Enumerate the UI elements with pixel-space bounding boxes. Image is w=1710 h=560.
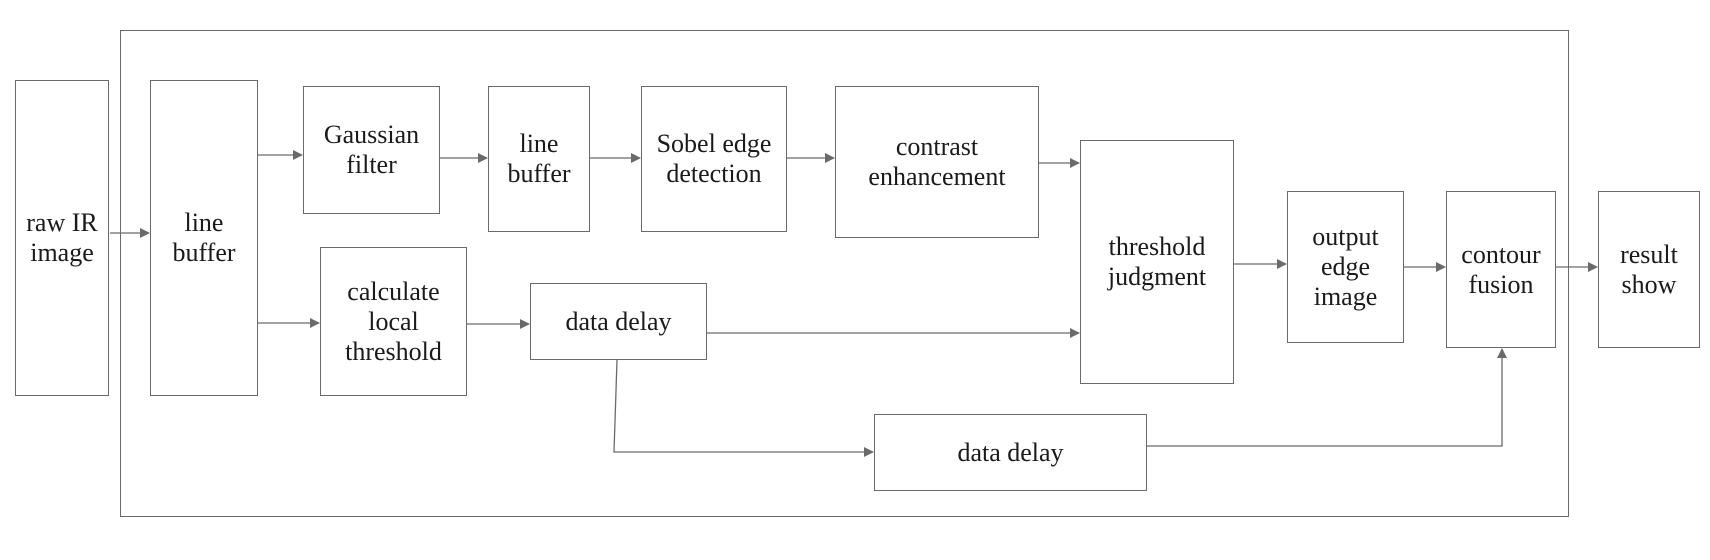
node-threshold-judgment: threshold judgment — [1080, 140, 1234, 384]
node-data-delay-1-label: data delay — [565, 306, 672, 336]
node-data-delay-1: data delay — [530, 283, 707, 360]
node-contour-fusion: contour fusion — [1446, 191, 1556, 348]
node-raw-ir-image: raw IR image — [15, 80, 109, 396]
arrow-delay-to-delay2 — [613, 359, 874, 457]
node-result-show: result show — [1598, 191, 1700, 348]
node-raw-ir-image-label: raw IR image — [26, 208, 98, 267]
node-result-show-label: result show — [1620, 239, 1678, 299]
node-calculate-local-threshold: calculate local threshold — [320, 247, 467, 396]
node-line-buffer-1: line buffer — [150, 80, 258, 396]
node-output-edge-image-label: output edge image — [1312, 222, 1379, 311]
node-sobel-edge-detection: Sobel edge detection — [641, 86, 787, 232]
node-gaussian-filter: Gaussian filter — [303, 86, 440, 214]
arrow-delay2-to-fusion — [1147, 348, 1507, 447]
node-threshold-judgment-label: threshold judgment — [1107, 232, 1207, 291]
node-contour-fusion-label: contour fusion — [1461, 239, 1541, 299]
node-data-delay-2: data delay — [874, 414, 1147, 491]
node-output-edge-image: output edge image — [1287, 191, 1404, 343]
node-calculate-local-threshold-label: calculate local threshold — [345, 276, 442, 366]
node-line-buffer-1-label: line buffer — [172, 208, 236, 267]
node-data-delay-2-label: data delay — [957, 437, 1064, 467]
node-contrast-enhancement-label: contrast enhancement — [868, 132, 1006, 191]
node-sobel-edge-detection-label: Sobel edge detection — [656, 129, 772, 188]
node-gaussian-filter-label: Gaussian filter — [323, 120, 420, 179]
node-line-buffer-2: line buffer — [488, 86, 590, 232]
node-line-buffer-2-label: line buffer — [507, 129, 571, 188]
processing-frame — [120, 30, 1569, 517]
node-contrast-enhancement: contrast enhancement — [835, 86, 1039, 238]
